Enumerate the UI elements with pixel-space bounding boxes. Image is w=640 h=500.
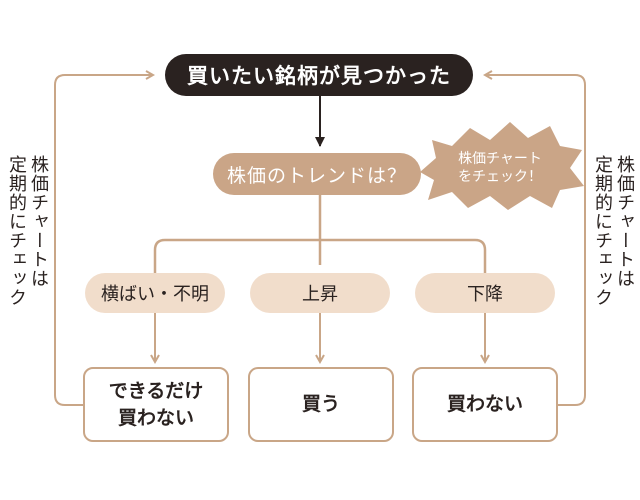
burst-line-1: 株価チャート	[458, 151, 542, 167]
loop-right	[485, 75, 586, 406]
trend-question-node: 株価のトレンドは？	[213, 153, 421, 195]
branch-line	[153, 238, 487, 273]
side-label-left-col2: 定期的にチェック	[6, 155, 27, 307]
burst-shape	[420, 122, 584, 210]
option-flat-unclear: 横ばい・不明	[85, 273, 225, 313]
option-rising: 上昇	[250, 273, 390, 313]
result-avoid-line-1: できるだけ	[108, 379, 204, 402]
result-avoid-buying: できるだけ 買わない	[83, 367, 229, 442]
check-chart-burst: 株価チャート をチェック！	[430, 150, 570, 186]
burst-line-2: をチェック！	[458, 169, 542, 185]
start-node: 買いたい銘柄が見つかった	[165, 54, 473, 96]
side-label-right: 株価チャートは 定期的にチェック	[591, 155, 635, 307]
result-dont-buy-line-1: 買わない	[446, 393, 523, 416]
side-label-left: 株価チャートは 定期的にチェック	[5, 155, 49, 307]
result-buy-line-1: 買う	[301, 393, 340, 416]
side-label-right-col2: 定期的にチェック	[592, 155, 613, 307]
result-dont-buy: 買わない	[412, 367, 558, 442]
result-avoid-line-2: 買わない	[117, 406, 194, 429]
option-falling: 下降	[415, 273, 555, 313]
result-buy: 買う	[248, 367, 394, 442]
side-label-left-col1: 株価チャートは	[28, 155, 49, 288]
loop-left	[54, 75, 153, 406]
side-label-right-col1: 株価チャートは	[614, 155, 635, 288]
